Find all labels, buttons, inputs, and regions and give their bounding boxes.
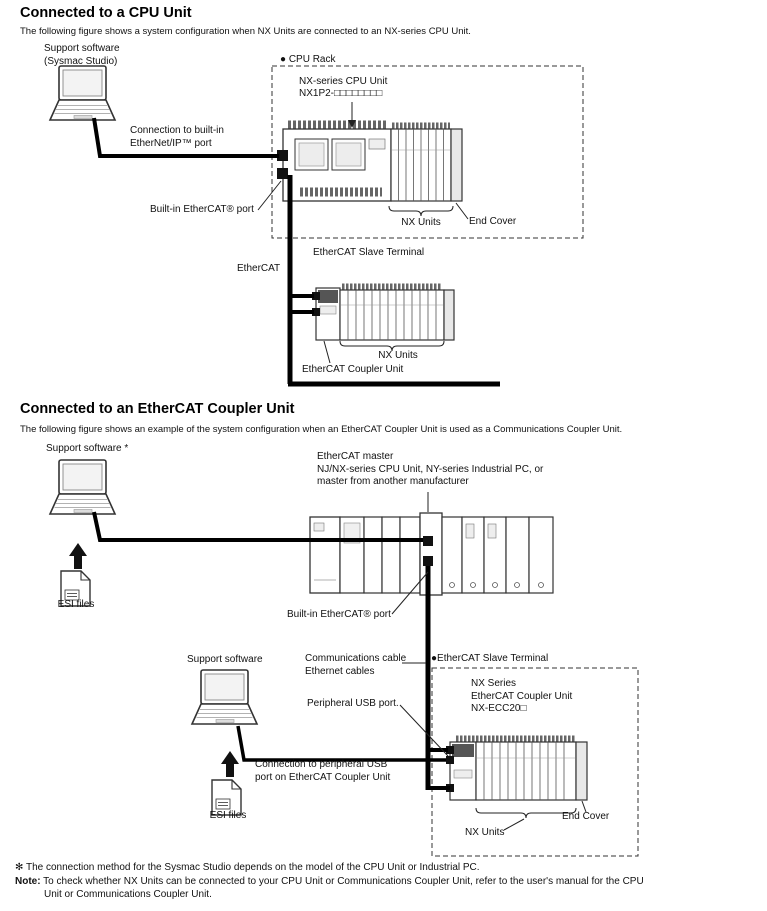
builtin-ethercat-port-label-1: Built-in EtherCAT® port (150, 204, 254, 215)
nx-series-coupler-label: NX Series EtherCAT Coupler Unit NX-ECC20… (471, 678, 572, 716)
nx-series-cpu-unit-label: NX-series CPU Unit (299, 76, 388, 87)
nx-units-brace-1 (388, 205, 454, 217)
ethernet-port (423, 536, 433, 546)
ethercat-master-label: EtherCAT master NJ/NX-series CPU Unit, N… (317, 451, 543, 489)
cpu-rack-drawing (277, 120, 463, 202)
nx-series-line3: NX-ECC20□ (471, 703, 527, 714)
builtin-ethercat-port-label-2: Built-in EtherCAT® port (287, 609, 391, 620)
cpu-unit-drawing (419, 512, 443, 596)
esi-files-label-2: ESI files (209, 810, 247, 821)
peripheral-usb-port-label: Peripheral USB port. (307, 698, 399, 709)
note-label: Note: (15, 876, 41, 887)
nx-units-brace-2 (339, 340, 445, 352)
pointer-nx-units-3 (503, 818, 525, 831)
peripheral-usb-port (446, 756, 454, 764)
usb-connection-line2: port on EtherCAT Coupler Unit (255, 771, 391, 783)
slave-terminal-2-drawing (446, 735, 588, 801)
asterisk-footnote: ✻ The connection method for the Sysmac S… (15, 862, 480, 873)
pointer-coupler-1 (323, 340, 331, 364)
nx-units-label-1: NX Units (401, 217, 441, 228)
section2-title: Connected to an EtherCAT Coupler Unit (20, 401, 295, 417)
ethercat-coupler-unit-label-1: EtherCAT Coupler Unit (302, 364, 404, 375)
slave-terminal-boundary (431, 667, 639, 857)
pointer-nx1p2-arrowhead (348, 120, 356, 128)
nx1p2-model-label: NX1P2-□□□□□□□□ (299, 88, 383, 99)
controller-rack-drawing (309, 512, 554, 596)
communications-cable-line2: Ethernet cables (305, 665, 375, 677)
slave-terminal-1-drawing (312, 283, 455, 341)
note-line-1: Note: To check whether NX Units can be c… (15, 876, 644, 888)
ethercat-port-1 (277, 168, 288, 179)
communications-cable-line1: Communications cable (305, 653, 407, 664)
nx-series-line1: NX Series (471, 678, 517, 689)
laptop-icon (49, 65, 116, 121)
pointer-usb-port (399, 704, 449, 757)
laptop-icon (191, 669, 258, 725)
laptop-icon (49, 459, 116, 515)
usb-connection-line1: Connection to peripheral USB (255, 759, 388, 770)
support-software-label-2: Support software * (46, 443, 129, 454)
esi-files-label-1: ESI files (57, 599, 95, 610)
cpu-rack-boundary (271, 65, 584, 239)
up-arrow-icon (69, 543, 87, 569)
ethercat-slave-terminal-label-1: EtherCAT Slave Terminal (313, 247, 425, 258)
ethernet-cable-2 (92, 511, 423, 542)
section2-subtitle: The following figure shows an example of… (20, 424, 623, 435)
cpu-rack-label: ● CPU Rack (280, 54, 336, 65)
ethercat-master-line2: NJ/NX-series CPU Unit, NY-series Industr… (317, 463, 544, 475)
end-cover-label-1: End Cover (469, 216, 517, 227)
support-software-label-1: Support software (Sysmac Studio) (44, 43, 120, 68)
usb-connection-label: Connection to peripheral USB port on Eth… (255, 759, 390, 784)
ethercat-port-2 (423, 556, 433, 566)
connection-builtin-line2: EtherNet/IP™ port (130, 137, 212, 149)
nx-units-brace-3 (475, 807, 577, 819)
note-text-1: To check whether NX Units can be connect… (43, 876, 644, 887)
end-cover-label-2: End Cover (562, 811, 610, 822)
pointer-ethercat-port-1 (257, 180, 282, 211)
pointer-end-cover-1 (455, 202, 469, 220)
note-line-2: Unit or Communications Coupler Unit. (44, 889, 212, 900)
nx-units-label-2: NX Units (378, 350, 418, 361)
nx-units-label-3: NX Units (465, 827, 505, 838)
ethernet-ip-cable (92, 117, 279, 158)
support-software-label-3: Support software (187, 654, 263, 665)
usb-cable (236, 725, 446, 762)
connection-builtin-label: Connection to built-in EtherNet/IP™ port (130, 125, 224, 150)
pointer-ethercat-port-2 (391, 571, 429, 615)
nx-series-line2: EtherCAT Coupler Unit (471, 690, 573, 702)
ethercat-in-port (446, 746, 454, 754)
ethercat-slave-terminal-label-2: ●EtherCAT Slave Terminal (431, 653, 549, 664)
end-cover-drawing (450, 128, 463, 202)
ethernet-ip-port (277, 150, 288, 161)
ethercat-master-line3: master from another manufacturer (317, 476, 469, 487)
ethercat-label: EtherCAT (237, 263, 281, 274)
section1-title: Connected to a CPU Unit (20, 5, 192, 21)
connection-builtin-line1: Connection to built-in (130, 125, 224, 136)
section1-subtitle: The following figure shows a system conf… (20, 26, 471, 37)
communications-cable-label: Communications cable Ethernet cables (305, 653, 406, 678)
up-arrow-icon (221, 751, 239, 777)
support-software-line1: Support software (44, 43, 120, 54)
pointer-end-cover-2 (581, 800, 587, 813)
support-software-line2: (Sysmac Studio) (44, 55, 118, 67)
ethercat-master-line1: EtherCAT master (317, 451, 394, 462)
